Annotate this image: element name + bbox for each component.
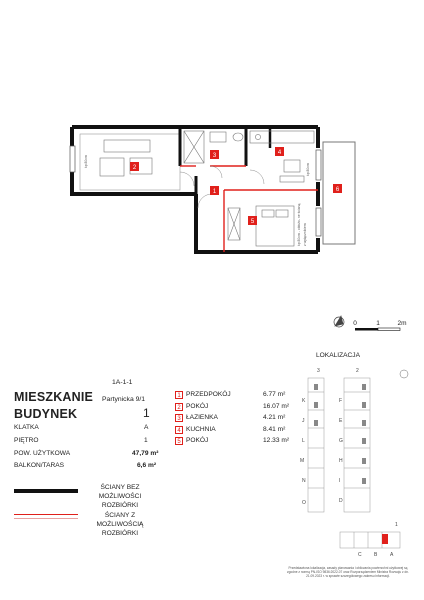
- scale-bar: 0 1 2m: [353, 320, 407, 331]
- room-area: 12.33 m²: [263, 437, 290, 444]
- room-area: 8.41 m²: [263, 426, 286, 433]
- bathroom-fixtures: [183, 130, 244, 164]
- svg-text:6: 6: [336, 187, 340, 193]
- detail-label: PIĘTRO: [14, 437, 39, 444]
- detail-value: A: [144, 424, 149, 431]
- doors: [179, 165, 265, 209]
- location-title: LOKALIZACJA: [316, 352, 360, 359]
- svg-text:E: E: [339, 418, 343, 424]
- svg-text:1: 1: [213, 189, 217, 195]
- legend-text: MOŻLIWOŚCIĄ ROZBIÓRKI: [96, 521, 144, 537]
- svg-text:A: A: [390, 552, 394, 558]
- title-building: BUDYNEK: [14, 407, 78, 421]
- north-arrow-icon: [333, 315, 345, 328]
- svg-text:3: 3: [213, 153, 217, 159]
- room-area: 6.77 m²: [263, 391, 286, 398]
- svg-text:kp 80cm: kp 80cm: [306, 163, 310, 176]
- room-number: 4: [175, 426, 183, 434]
- svg-text:L: L: [302, 438, 305, 444]
- room-name: PRZEDPOKÓJ: [186, 391, 231, 398]
- legend-text: MOŻLIWOŚCI ROZBIÓRKI: [98, 493, 142, 509]
- svg-text:B: B: [374, 552, 378, 558]
- room-badges: 2 3 4 1 5 6: [130, 147, 342, 225]
- svg-text:C: C: [358, 552, 362, 558]
- building-number: 1: [143, 406, 150, 420]
- compass-icon: [399, 369, 409, 379]
- room-name: POKÓJ: [186, 403, 209, 410]
- svg-text:J: J: [302, 418, 305, 424]
- wall-annotations: kp 80cm kp 80cm kp 80cm - obłożo- ne ści…: [84, 155, 310, 246]
- apartment-code: 1A-1-1: [112, 379, 133, 386]
- kitchen-fixtures: [249, 130, 315, 183]
- legend-text: ŚCIANY Z: [104, 512, 136, 519]
- detail-value: 6,6 m²: [137, 462, 157, 469]
- legend-swatch-red: [14, 514, 78, 515]
- svg-text:0: 0: [353, 320, 357, 327]
- location-map: 3 2 1 K J L M N O F E G H I D C B A: [300, 368, 409, 558]
- svg-text:3: 3: [317, 368, 320, 374]
- disclaimer: Przedstawiona lokalizacja, zasady planow…: [287, 566, 409, 579]
- address: Partynicka 9/1: [102, 396, 146, 403]
- svg-text:D: D: [339, 498, 343, 504]
- detail-label: KLATKA: [14, 424, 39, 431]
- detail-label: BALKON/TARAS: [14, 462, 65, 469]
- room-number: 5: [175, 437, 183, 445]
- legend-text: ŚCIANY BEZ: [100, 484, 140, 491]
- floor-plan: 2 3 4 1 5 6 kp 80cm kp 80cm kp 80cm - ob…: [69, 125, 407, 331]
- svg-text:2: 2: [356, 368, 359, 374]
- room-area: 16.07 m²: [263, 403, 290, 410]
- room-number: 3: [175, 414, 183, 422]
- svg-text:O: O: [302, 500, 306, 506]
- room-number: 1: [175, 391, 183, 399]
- svg-text:kp 80cm: kp 80cm: [84, 155, 88, 168]
- svg-text:z wyłącznikiem: z wyłącznikiem: [303, 223, 307, 246]
- svg-text:1: 1: [395, 522, 398, 528]
- svg-text:2m: 2m: [397, 320, 406, 327]
- detail-value: 47,79 m²: [132, 450, 159, 457]
- svg-text:K: K: [302, 398, 306, 404]
- windows: [69, 145, 322, 237]
- detail-value: 1: [144, 437, 148, 444]
- svg-text:2: 2: [133, 165, 137, 171]
- balcony: [322, 141, 356, 245]
- current-unit-marker: [382, 534, 388, 544]
- detail-label: POW. UŻYTKOWA: [14, 450, 71, 457]
- svg-text:F: F: [339, 398, 342, 404]
- svg-text:M: M: [300, 458, 304, 464]
- svg-text:I: I: [339, 478, 340, 484]
- room-area: 4.21 m²: [263, 414, 286, 421]
- room-name: ŁAZIENKA: [186, 414, 218, 421]
- svg-text:kp 80cm - obłożo- ne ścianą: kp 80cm - obłożo- ne ścianą: [297, 203, 301, 246]
- svg-text:1: 1: [376, 320, 380, 327]
- bedroom-furniture: [227, 205, 295, 247]
- title-apartment: MIESZKANIE: [14, 390, 94, 404]
- legend-swatch-solid: [14, 489, 78, 493]
- svg-text:4: 4: [278, 150, 282, 156]
- svg-text:G: G: [339, 438, 343, 444]
- legend-swatch-red-thin: [14, 518, 78, 519]
- svg-text:5: 5: [251, 219, 255, 225]
- svg-text:N: N: [302, 478, 306, 484]
- room-name: KUCHNIA: [186, 426, 216, 433]
- room-number: 2: [175, 403, 183, 411]
- removable-walls: [180, 165, 318, 252]
- svg-text:H: H: [339, 458, 343, 464]
- room-name: POKÓJ: [186, 437, 209, 444]
